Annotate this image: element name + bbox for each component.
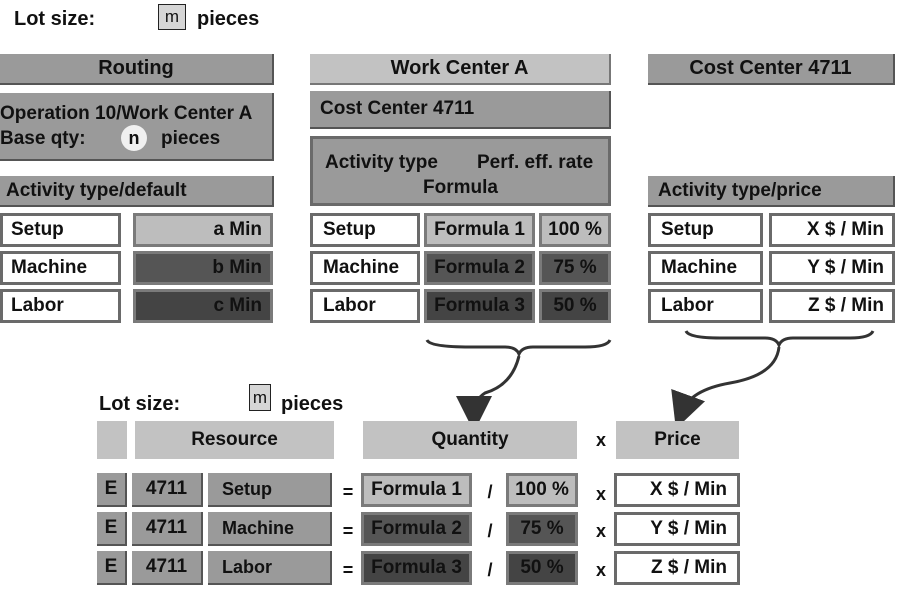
work-center-cost-center: Cost Center 4711 [310,91,611,129]
result-row-labor-rate: 50 % [506,551,578,585]
result-row-machine-equals: = [342,521,354,541]
result-row-machine-divide: / [487,521,493,541]
routing-row-labor-value: c Min [133,289,273,323]
result-resource-header: Resource [135,421,334,459]
work-center-row-machine-formula: Formula 2 [424,251,535,285]
work-center-row-setup-rate: 100 % [539,213,611,247]
result-row-setup-price: X $ / Min [614,473,740,507]
routing-row-setup-label: Setup [0,213,121,247]
result-header-times: x [595,430,606,450]
work-center-row-labor-formula: Formula 3 [424,289,535,323]
routing-operation: Operation 10/Work Center A [0,103,253,124]
cost-center-row-machine-price: Y $ / Min [769,251,895,285]
cost-center-activity-header: Activity type/price [648,176,895,207]
result-row-labor-price: Z $ / Min [614,551,740,585]
cost-center-row-setup-label: Setup [648,213,763,247]
work-center-title: Work Center A [310,54,611,85]
result-row-setup-type: E [97,473,127,507]
lot-size-unit: pieces [197,8,260,30]
result-row-labor-equals: = [342,560,354,580]
result-blank-header [97,421,127,459]
result-row-machine-type: E [97,512,127,546]
result-row-setup-times: x [595,484,606,504]
result-row-labor-type: E [97,551,127,585]
work-center-row-labor-rate: 50 % [539,289,611,323]
result-row-setup-center: 4711 [132,473,203,507]
cost-center-row-machine-label: Machine [648,251,763,285]
routing-activity-header: Activity type/default [0,176,274,207]
result-row-setup-activity: Setup [208,473,332,507]
routing-row-labor-label: Labor [0,289,121,323]
cost-center-row-setup-price: X $ / Min [769,213,895,247]
result-row-machine-price: Y $ / Min [614,512,740,546]
routing-row-setup-value: a Min [133,213,273,247]
result-price-header: Price [616,421,739,459]
routing-operation-box: Operation 10/Work Center A Base qty: n p… [0,93,274,161]
result-lot-size-label: Lot size: [99,393,181,415]
result-row-setup-rate: 100 % [506,473,578,507]
routing-base-unit: pieces [161,128,221,149]
result-row-labor-activity: Labor [208,551,332,585]
routing-row-machine-value: b Min [133,251,273,285]
result-row-setup-divide: / [487,482,493,502]
lot-size-var: m [158,4,186,30]
work-center-header-rate: Perf. eff. rate [477,152,594,173]
result-row-setup-formula: Formula 1 [361,473,472,507]
result-lot-size-unit: pieces [281,393,344,415]
result-row-machine-center: 4711 [132,512,203,546]
result-row-machine-formula: Formula 2 [361,512,472,546]
result-row-labor-formula: Formula 3 [361,551,472,585]
result-row-labor-center: 4711 [132,551,203,585]
lot-size-label: Lot size: [14,8,96,30]
result-row-setup-equals: = [342,482,354,502]
result-quantity-header: Quantity [363,421,577,459]
price-arrow [671,346,781,429]
routing-base-var: n [121,125,147,151]
cost-center-row-labor-price: Z $ / Min [769,289,895,323]
routing-base-label: Base qty: [0,128,86,149]
work-center-header-activity: Activity type [325,152,438,173]
work-center-brace [425,339,612,358]
quantity-arrow [456,355,521,432]
result-row-labor-times: x [595,560,606,580]
result-lot-size-var: m [249,384,271,411]
work-center-row-machine-rate: 75 % [539,251,611,285]
result-row-labor-divide: / [487,560,493,580]
result-row-machine-rate: 75 % [506,512,578,546]
work-center-activity-header: Activity type Perf. eff. rate Formula [310,136,611,206]
work-center-row-labor-label: Labor [310,289,420,323]
cost-center-row-labor-label: Labor [648,289,763,323]
routing-title: Routing [0,54,274,85]
routing-row-machine-label: Machine [0,251,121,285]
work-center-row-setup-label: Setup [310,213,420,247]
work-center-header-formula: Formula [423,177,498,198]
result-row-machine-activity: Machine [208,512,332,546]
cost-center-brace [684,330,875,349]
work-center-row-setup-formula: Formula 1 [424,213,535,247]
result-row-machine-times: x [595,521,606,541]
work-center-row-machine-label: Machine [310,251,420,285]
cost-center-title: Cost Center 4711 [648,54,895,85]
